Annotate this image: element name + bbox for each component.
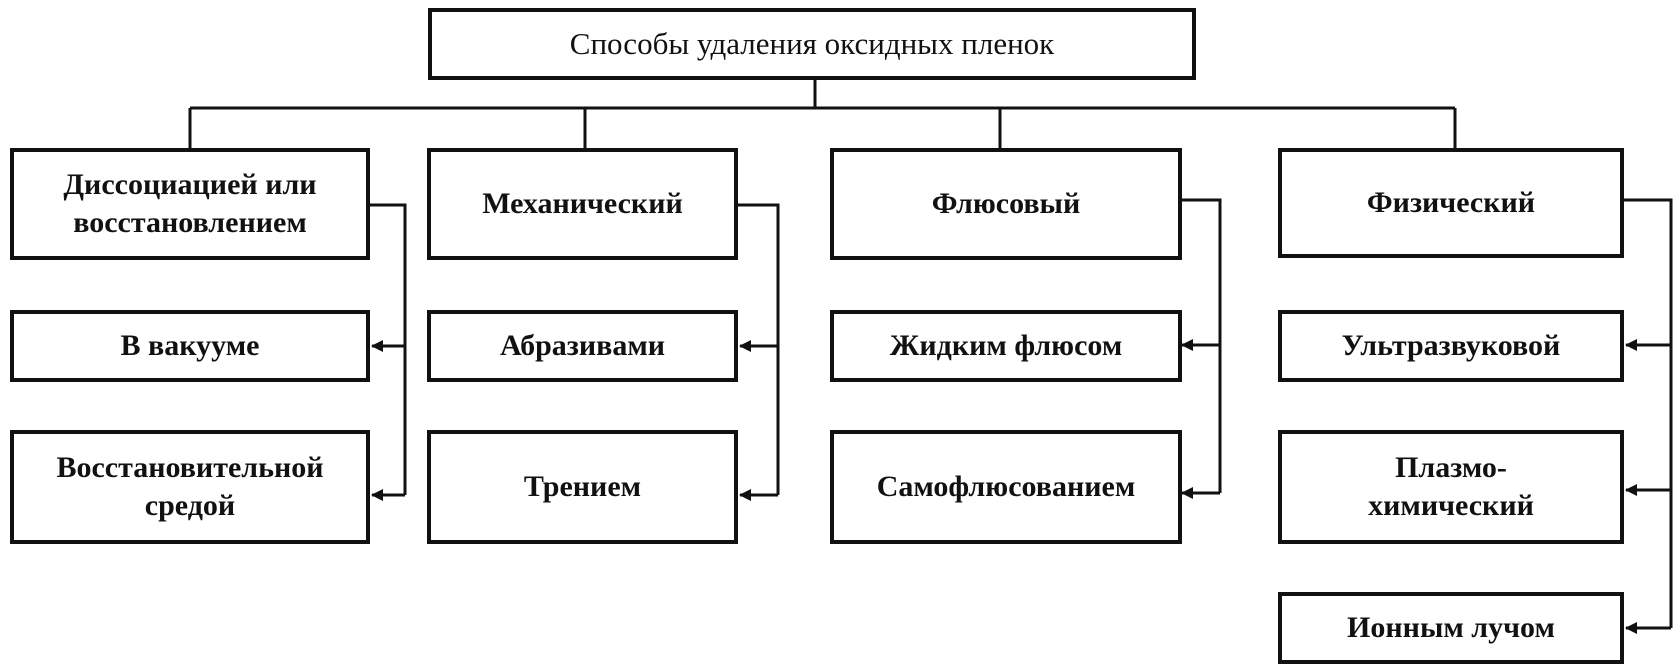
category-flux-box: Флюсовый	[830, 148, 1182, 260]
group-3-spine	[1622, 198, 1673, 628]
method-self-fluxing-box: Самофлюсованием	[830, 430, 1182, 544]
group-2-spine	[1180, 198, 1222, 493]
method-vacuum-box: В вакууме	[10, 310, 370, 382]
method-plasma-chemical-box: Плазмо- химический	[1278, 430, 1624, 544]
group-1-spine	[736, 203, 780, 495]
category-dissociation-box: Диссоциацией или восстановлением	[10, 148, 370, 260]
method-liquid-flux-box: Жидким флюсом	[830, 310, 1182, 382]
method-ion-beam-box: Ионным лучом	[1278, 592, 1624, 664]
category-physical-box: Физический	[1278, 148, 1624, 258]
method-abrasives-box: Абразивами	[427, 310, 738, 382]
root-box: Способы удаления оксидных пленок	[428, 8, 1196, 80]
method-reducing-medium-box: Восстановительной средой	[10, 430, 370, 544]
group-0-spine	[368, 203, 407, 495]
method-friction-box: Трением	[427, 430, 738, 544]
category-mechanical-box: Механический	[427, 148, 738, 260]
method-ultrasonic-box: Ультразвуковой	[1278, 310, 1624, 382]
